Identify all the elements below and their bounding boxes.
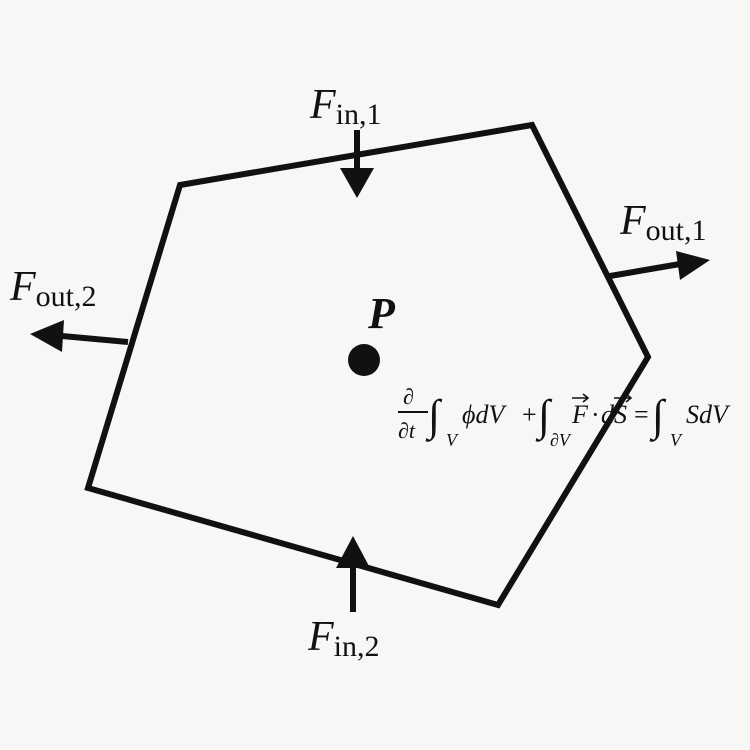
eq-flux-vector-arrow <box>572 393 590 403</box>
eq-integral-3: ∫ <box>649 391 667 442</box>
eq-partial-denominator: ∂t <box>398 418 416 443</box>
flux-in-1-label: Fin,1 <box>309 82 382 131</box>
flux-out-2-arrow <box>30 320 129 352</box>
flux-in-1-arrow <box>340 130 374 198</box>
point-p-marker <box>348 344 380 376</box>
flux-in-2-label: Fin,2 <box>307 614 380 663</box>
eq-plus: + <box>522 400 537 429</box>
flux-out-1-arrow <box>609 251 710 280</box>
flux-out-2-label: Fout,2 <box>9 264 97 313</box>
flux-out-1-label: Fout,1 <box>619 198 707 247</box>
eq-integral-3-sub: V <box>670 430 683 450</box>
point-p-label: P <box>367 289 396 338</box>
eq-source-dv: SdV <box>686 400 731 429</box>
eq-flux-vector: F <box>571 400 589 429</box>
flux-in-2-arrow <box>336 536 370 612</box>
eq-integral-2: ∫ <box>535 391 553 442</box>
eq-ds-arrow <box>614 393 633 403</box>
control-volume-boundary <box>84 121 652 609</box>
eq-phi-dv: ϕdV <box>462 400 507 429</box>
eq-integral-1: ∫ <box>425 391 443 442</box>
eq-integral-2-sub: ∂V <box>550 430 572 450</box>
conservation-equation: ∂ ∂t ∫ V ϕdV + ∫ ∂V F · dS = ∫ V SdV <box>398 384 731 450</box>
eq-integral-1-sub: V <box>446 430 459 450</box>
eq-partial-numerator: ∂ <box>403 384 414 409</box>
eq-ds: dS <box>601 400 627 429</box>
eq-dot: · <box>591 400 600 429</box>
eq-equals: = <box>634 400 649 429</box>
